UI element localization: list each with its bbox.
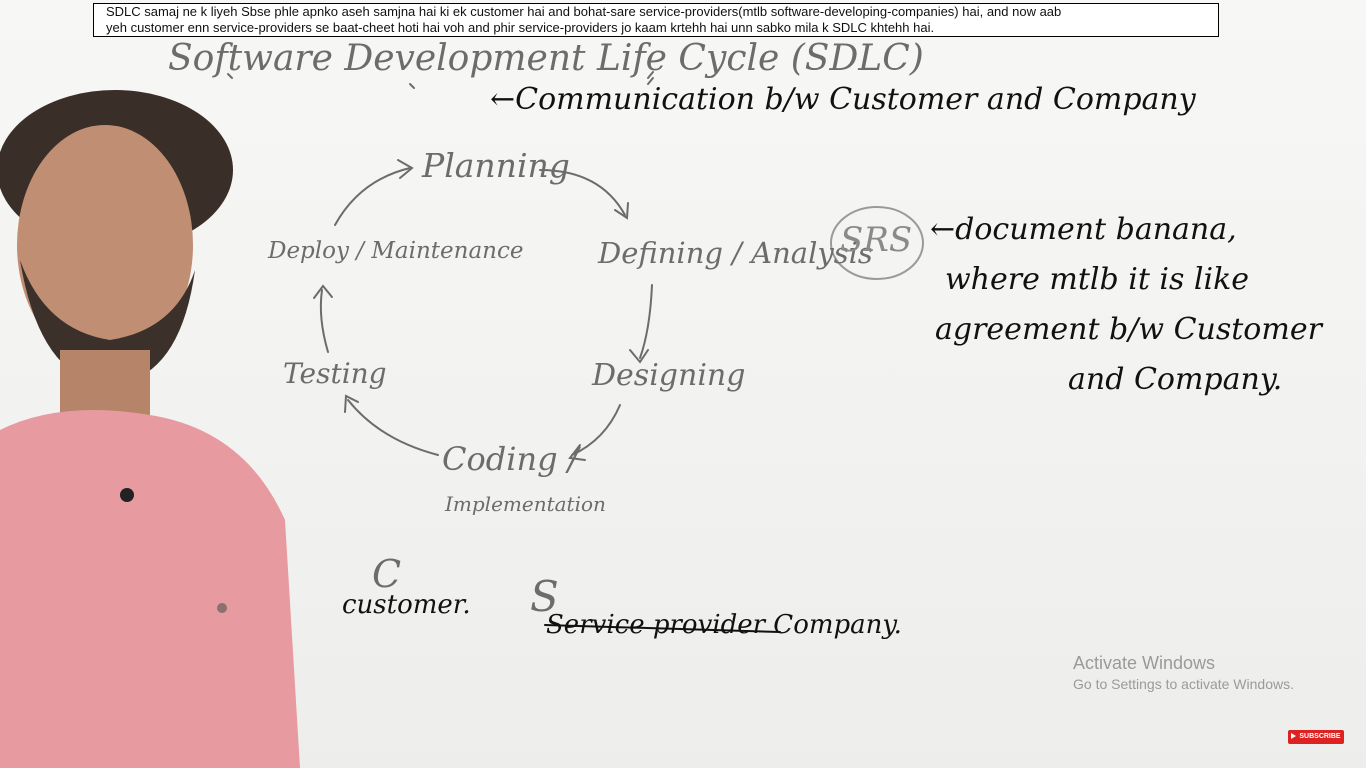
presenter-neck [60, 350, 150, 420]
subscribe-button[interactable]: SUBSCRIBE [1288, 730, 1344, 744]
srs-note-line-1: ←document banana, [930, 212, 1237, 247]
presenter-face [17, 125, 193, 365]
communication-note: ←Communication b/w Customer and Company [490, 82, 1196, 117]
caption-box: SDLC samaj ne k liyeh Sbse phle apnko as… [93, 3, 1219, 37]
board-title: Software Development Life Cycle (SDLC) [168, 38, 924, 79]
caption-line-2: yeh customer enn service-providers se ba… [106, 20, 935, 35]
watermark-title: Activate Windows [1073, 653, 1216, 673]
shirt-button [217, 603, 227, 613]
letter-s: S [530, 572, 559, 621]
subscribe-label: SUBSCRIBE [1299, 733, 1341, 740]
watermark-subtitle: Go to Settings to activate Windows. [1073, 676, 1294, 692]
activate-windows-watermark: Activate Windows Go to Settings to activ… [1073, 652, 1294, 694]
stage-coding: Coding / [442, 440, 579, 478]
play-icon [1291, 733, 1297, 740]
lapel-microphone [120, 488, 134, 502]
srs-label: SRS [840, 220, 913, 260]
service-provider-label: Service provider Company. [546, 610, 902, 640]
stage-deploy-maintenance: Deploy / Maintenance [268, 238, 524, 264]
customer-label: customer. [342, 590, 471, 620]
srs-note-line-4: and Company. [1068, 362, 1283, 397]
stage-defining: Defining / Analysis [598, 236, 873, 270]
stage-planning: Planning [422, 146, 570, 185]
srs-note-line-3: agreement b/w Customer [935, 312, 1322, 347]
stage-testing: Testing [283, 357, 387, 390]
presenter [0, 90, 300, 768]
caption-line-1: SDLC samaj ne k liyeh Sbse phle apnko as… [106, 4, 1062, 19]
srs-note-line-2: where mtlb it is like [945, 262, 1250, 297]
letter-c: C [372, 552, 402, 596]
stage-designing: Designing [592, 358, 746, 393]
stage-implementation: Implementation [445, 492, 606, 516]
presenter-shirt [0, 410, 300, 768]
